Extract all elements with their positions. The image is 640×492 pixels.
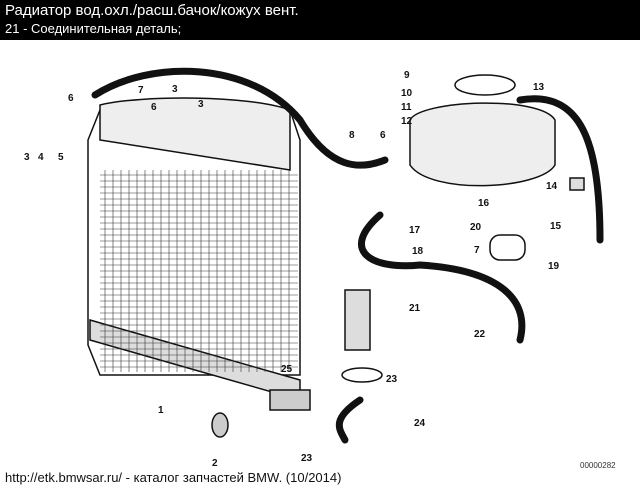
callout-23[interactable]: 23 — [386, 374, 398, 385]
diagram-title: Радиатор вод.охл./расш.бачок/кожух вент. — [5, 2, 299, 19]
radiator — [87, 97, 311, 411]
callout-16[interactable]: 16 — [478, 198, 490, 209]
callout-1[interactable]: 1 — [158, 405, 164, 416]
callout-20[interactable]: 20 — [470, 222, 482, 233]
callout-11[interactable]: 11 — [401, 102, 412, 113]
callout-19[interactable]: 19 — [548, 261, 560, 272]
callout-5[interactable]: 5 — [58, 152, 64, 163]
hoses — [91, 67, 604, 444]
callout-17[interactable]: 17 — [409, 225, 421, 236]
callout-7[interactable]: 7 — [138, 85, 144, 96]
callout-6[interactable]: 6 — [380, 130, 386, 141]
callout-24[interactable]: 24 — [414, 418, 426, 429]
callout-14[interactable]: 14 — [546, 181, 558, 192]
callout-6[interactable]: 6 — [68, 93, 74, 104]
callout-21[interactable]: 21 — [409, 303, 421, 314]
callout-3[interactable]: 3 — [198, 99, 204, 110]
callout-23[interactable]: 23 — [301, 453, 313, 464]
callout-25[interactable]: 25 — [281, 364, 293, 375]
diagram-code: 00000282 — [580, 461, 616, 470]
selected-part: 21 - Соединительная деталь; — [5, 21, 182, 36]
callout-22[interactable]: 22 — [474, 329, 486, 340]
footer-link[interactable]: http://etk.bmwsar.ru/ - каталог запчасте… — [5, 470, 342, 485]
callout-12[interactable]: 12 — [401, 116, 413, 127]
callout-18[interactable]: 18 — [412, 246, 424, 257]
callout-13[interactable]: 13 — [533, 82, 545, 93]
callout-15[interactable]: 15 — [550, 221, 562, 232]
callout-9[interactable]: 9 — [404, 70, 410, 81]
callout-4[interactable]: 4 — [38, 152, 44, 163]
callout-8[interactable]: 8 — [349, 130, 355, 141]
header: Радиатор вод.охл./расш.бачок/кожух вент.… — [0, 0, 640, 40]
callout-7[interactable]: 7 — [474, 245, 480, 256]
expansion-tank — [211, 74, 585, 438]
callout-3[interactable]: 3 — [24, 152, 30, 163]
callout-6[interactable]: 6 — [151, 102, 157, 113]
callout-10[interactable]: 10 — [401, 88, 413, 99]
callout-3[interactable]: 3 — [172, 84, 178, 95]
callout-2[interactable]: 2 — [212, 458, 218, 469]
